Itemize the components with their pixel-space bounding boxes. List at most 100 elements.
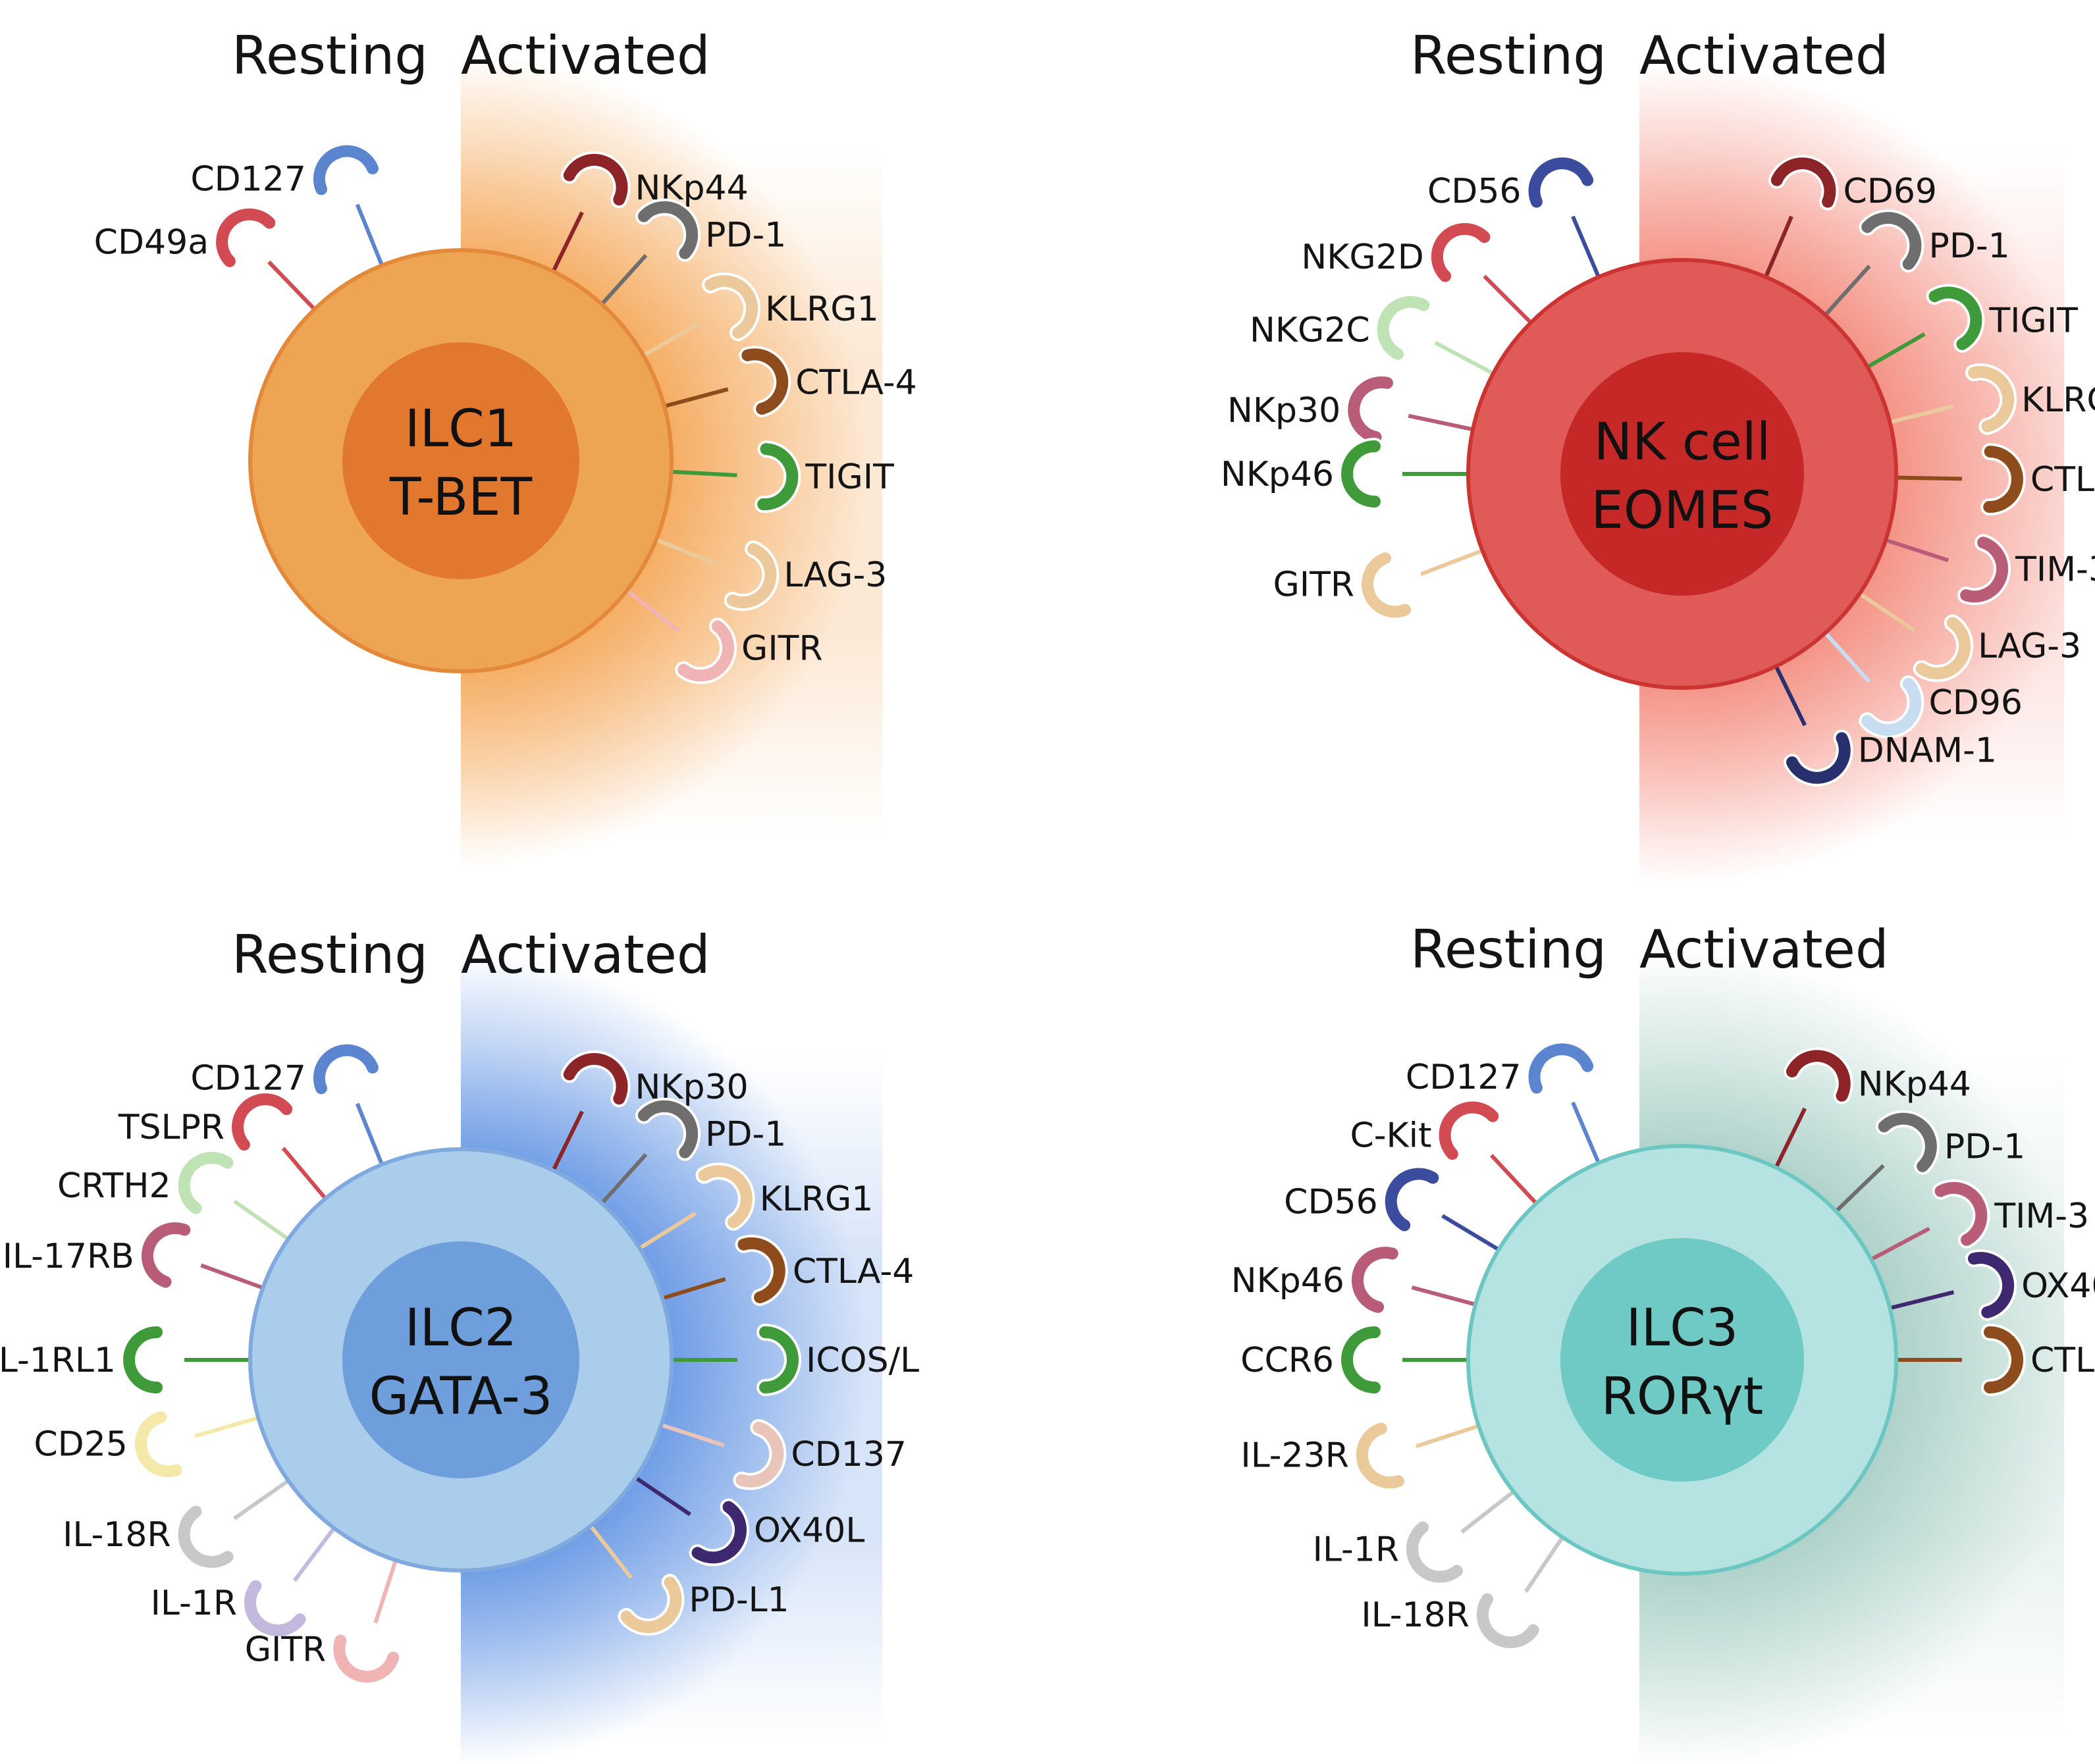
receptor-stalk bbox=[551, 211, 584, 272]
receptor-ccr6: CCR6 bbox=[1240, 1324, 1468, 1396]
receptor-cup-icon bbox=[1915, 617, 1971, 680]
receptor-ctla-4: CTLA-4 bbox=[664, 346, 917, 417]
receptor-cup-icon bbox=[1439, 1101, 1499, 1160]
receptor-il-1r: IL-1R bbox=[151, 1526, 336, 1639]
receptor-stalk bbox=[1415, 1424, 1479, 1449]
header-activated: Activated bbox=[461, 924, 710, 985]
receptor-dnam-1: DNAM-1 bbox=[1774, 665, 1997, 787]
receptor-cd127: CD127 bbox=[190, 1042, 384, 1166]
receptor-stalk bbox=[1824, 631, 1871, 683]
receptor-ctla-4: CTLA-4 bbox=[1896, 1324, 2095, 1396]
receptor-stalk bbox=[1866, 332, 1926, 369]
transcription-factor-label: RORγt bbox=[1601, 1367, 1764, 1426]
receptor-stalk bbox=[660, 1423, 725, 1447]
receptor-il-18r: IL-18R bbox=[63, 1479, 290, 1570]
receptor-cup-icon bbox=[1983, 446, 2023, 513]
receptor-label: GITR bbox=[1273, 565, 1354, 604]
receptor-stalk bbox=[1571, 215, 1601, 278]
receptor-label: TIM-3 bbox=[1994, 1197, 2089, 1236]
receptor-cup-icon bbox=[1377, 296, 1430, 360]
receptor-label: GITR bbox=[741, 629, 823, 668]
receptor-cup-icon bbox=[1385, 1168, 1439, 1232]
receptor-pd-1: PD-1 bbox=[600, 198, 786, 306]
receptor-label: TIGIT bbox=[805, 457, 894, 497]
receptor-label: NKp30 bbox=[1227, 391, 1340, 430]
receptor-cup-icon bbox=[637, 201, 699, 259]
receptor-cup-icon bbox=[1476, 1593, 1539, 1649]
receptor-stalk bbox=[1774, 665, 1807, 727]
receptor-stalk bbox=[267, 260, 316, 311]
receptor-il-17rb: IL-17RB bbox=[3, 1220, 264, 1291]
receptor-label: NKp46 bbox=[1221, 455, 1334, 494]
receptor-label: PD-L1 bbox=[689, 1580, 789, 1620]
receptor-label: CTLA-4 bbox=[2030, 1341, 2095, 1380]
receptor-stalk bbox=[662, 1277, 726, 1301]
cell-type-label: NK cell bbox=[1594, 413, 1771, 472]
receptor-cup-icon bbox=[1928, 286, 1982, 350]
cell-type-label: ILC3 bbox=[1626, 1299, 1739, 1358]
receptor-stalk bbox=[625, 588, 680, 633]
receptor-cup-icon bbox=[759, 1326, 799, 1393]
receptor-cup-icon bbox=[178, 1505, 234, 1568]
receptor-label: IL-23R bbox=[1240, 1436, 1348, 1475]
receptor-nkp46: NKp46 bbox=[1221, 438, 1468, 510]
receptor-ctla-4: CTLA-4 bbox=[1896, 443, 2095, 516]
receptor-cup-icon bbox=[620, 1576, 682, 1634]
receptor-stalk bbox=[1420, 548, 1483, 577]
receptor-lag-3: LAG-3 bbox=[655, 538, 887, 611]
receptor-label: CRTH2 bbox=[57, 1166, 171, 1206]
receptor-cd49a: CD49a bbox=[94, 205, 316, 311]
receptor-stalk bbox=[664, 387, 729, 409]
receptor-ctla-4: CTLA-4 bbox=[662, 1234, 915, 1307]
receptor-cd25: CD25 bbox=[34, 1408, 259, 1480]
receptor-stalk bbox=[1434, 340, 1495, 376]
header-activated: Activated bbox=[1639, 25, 1889, 86]
receptor-cup-icon bbox=[232, 1093, 293, 1151]
receptor-label: ICOS/L bbox=[806, 1341, 919, 1380]
receptor-label: CTLA-4 bbox=[793, 1252, 915, 1291]
receptor-cup-icon bbox=[1406, 1521, 1463, 1583]
receptor-stalk bbox=[551, 1110, 584, 1172]
transcription-factor-label: T-BET bbox=[389, 468, 533, 527]
receptor-klrg1: KLRG1 bbox=[1889, 363, 2095, 435]
receptor-klrg1: KLRG1 bbox=[638, 1162, 873, 1250]
receptor-stalk bbox=[1824, 265, 1871, 317]
receptor-label: KLRG1 bbox=[765, 290, 879, 329]
receptor-stalk bbox=[1885, 538, 1949, 563]
receptor-cup-icon bbox=[726, 543, 776, 608]
header-resting: Resting bbox=[232, 924, 428, 985]
receptor-label: OX40L bbox=[754, 1511, 864, 1550]
receptor-ox40l: OX40L bbox=[1889, 1249, 2095, 1321]
receptor-cd69: CD69 bbox=[1764, 155, 1937, 278]
receptor-il-1rl1: IL-1RL1 bbox=[0, 1324, 250, 1396]
receptor-label: PD-1 bbox=[705, 216, 786, 255]
transcription-factor-label: GATA-3 bbox=[369, 1367, 553, 1426]
receptor-crth2: CRTH2 bbox=[57, 1149, 290, 1241]
receptor-stalk bbox=[200, 1263, 264, 1290]
cell-type-label: ILC2 bbox=[405, 1299, 517, 1358]
receptor-stalk bbox=[1571, 1101, 1601, 1164]
receptor-stalk bbox=[1408, 413, 1473, 432]
receptor-label: IL-1R bbox=[1313, 1530, 1399, 1570]
receptor-cup-icon bbox=[216, 208, 276, 267]
receptor-stalk bbox=[655, 538, 718, 567]
receptor-cup-icon bbox=[704, 275, 758, 339]
receptor-label: NKp44 bbox=[1858, 1064, 1971, 1104]
receptor-cup-icon bbox=[735, 1421, 784, 1488]
receptor-label: IL-18R bbox=[1361, 1595, 1469, 1635]
receptor-label: NKG2D bbox=[1301, 238, 1423, 277]
receptor-cup-icon bbox=[178, 1152, 234, 1214]
receptor-label: TIGIT bbox=[1988, 301, 2078, 341]
receptor-cup-icon bbox=[563, 1052, 628, 1105]
receptor-nkg2c: NKG2C bbox=[1250, 293, 1495, 376]
receptor-label: LAG-3 bbox=[1978, 627, 2081, 666]
receptor-cup-icon bbox=[1348, 376, 1393, 443]
receptor-stalk bbox=[1834, 1164, 1885, 1213]
receptor-cup-icon bbox=[677, 620, 735, 682]
receptor-label: CD127 bbox=[1406, 1058, 1522, 1097]
header-resting: Resting bbox=[232, 25, 428, 86]
receptor-stalk bbox=[194, 1416, 259, 1438]
receptor-cd96: CD96 bbox=[1824, 631, 2023, 739]
